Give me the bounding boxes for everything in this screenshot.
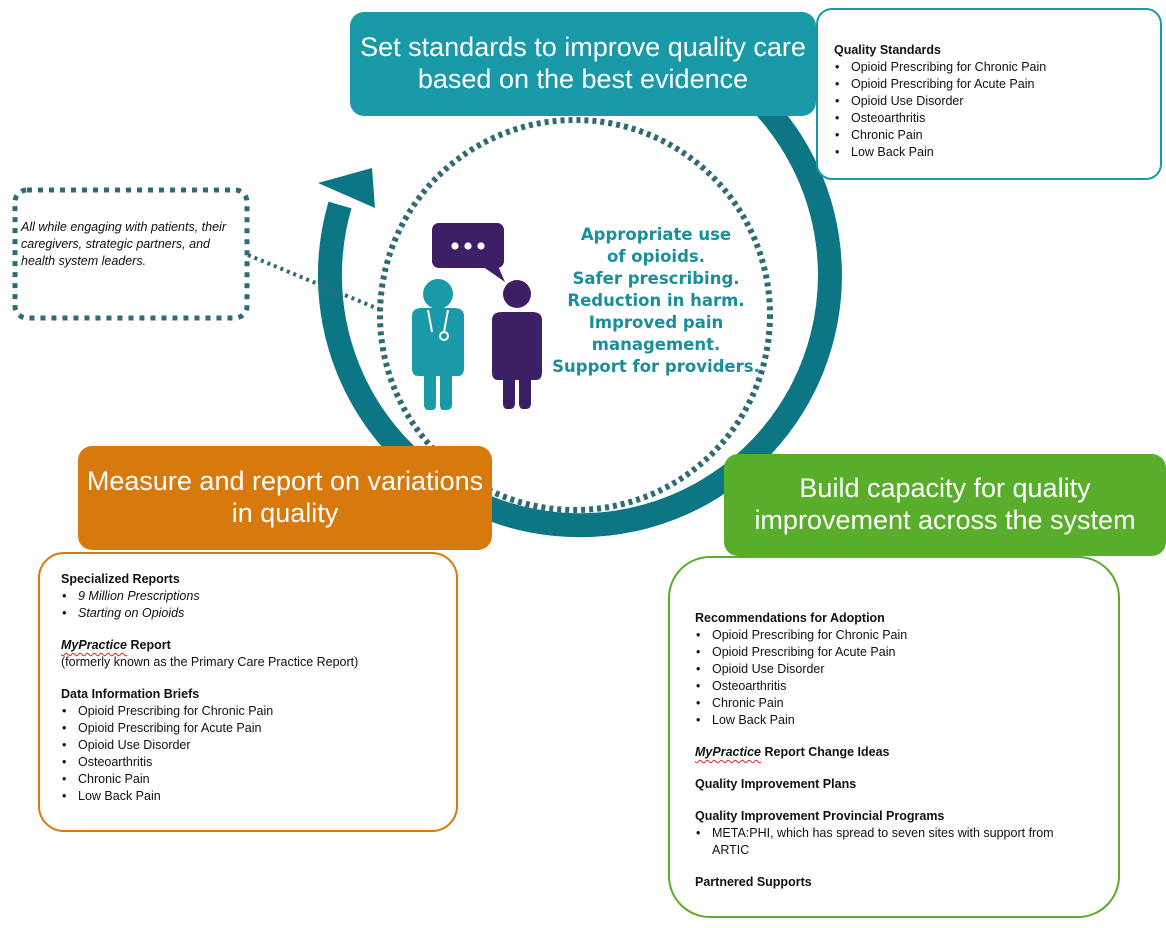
mypractice-brand: MyPractice	[61, 638, 128, 652]
list-item: Opioid Use Disorder	[61, 737, 456, 754]
measure-banner: Measure and report on variations in qual…	[78, 446, 492, 550]
list-item: 9 Million Prescriptions	[61, 588, 456, 605]
center-outcomes: Appropriate use of opioids. Safer prescr…	[538, 224, 774, 378]
mypractice-heading: MyPractice Report	[61, 637, 456, 654]
list-item: Low Back Pain	[61, 788, 456, 805]
build-banner: Build capacity for quality improvement a…	[724, 454, 1166, 556]
list-item: Osteoarthritis	[61, 754, 456, 771]
engagement-note-box	[12, 187, 250, 321]
list-item: Chronic Pain	[834, 127, 1160, 144]
speech-bubble-icon	[432, 223, 505, 282]
partnered-heading: Partnered Supports	[695, 875, 812, 889]
list-item: Starting on Opioids	[61, 605, 456, 622]
outcome-line: Reduction in harm.	[567, 291, 745, 310]
data-briefs-list: Opioid Prescribing for Chronic Pain Opio…	[61, 703, 456, 805]
programs-section: Quality Improvement Provincial Programs …	[695, 808, 1118, 859]
outcome-line: of opioids.	[607, 247, 705, 266]
list-item: Opioid Prescribing for Acute Pain	[695, 644, 1118, 661]
change-ideas-brand: MyPractice	[695, 745, 762, 759]
list-item: Low Back Pain	[834, 144, 1160, 161]
list-item: Osteoarthritis	[834, 110, 1160, 127]
dotted-inner-ring	[377, 117, 773, 513]
list-item: Osteoarthritis	[695, 678, 1118, 695]
list-item: Opioid Use Disorder	[695, 661, 1118, 678]
adoption-section: Recommendations for Adoption Opioid Pres…	[695, 610, 1118, 729]
quality-standards-panel: Quality Standards Opioid Prescribing for…	[816, 8, 1162, 180]
programs-list: META:PHI, which has spread to seven site…	[695, 825, 1118, 859]
outcome-line: Safer prescribing.	[572, 269, 740, 288]
data-briefs-section: Data Information Briefs Opioid Prescribi…	[61, 686, 456, 805]
note-connector	[247, 253, 382, 312]
standards-banner: Set standards to improve quality care ba…	[350, 12, 816, 116]
specialized-reports-list: 9 Million Prescriptions Starting on Opio…	[61, 588, 456, 622]
data-briefs-heading: Data Information Briefs	[61, 687, 200, 701]
measure-panel: Specialized Reports 9 Million Prescripti…	[38, 552, 458, 832]
person-icon	[492, 280, 542, 409]
change-ideas-suffix: Report Change Ideas	[761, 745, 890, 759]
mypractice-suffix: Report	[127, 638, 171, 652]
engagement-note: All while engaging with patients, their …	[21, 220, 226, 268]
cycle-arrowhead	[318, 168, 375, 208]
build-panel: Recommendations for Adoption Opioid Pres…	[668, 556, 1120, 918]
qip-heading: Quality Improvement Plans	[695, 777, 857, 791]
list-item: Opioid Prescribing for Acute Pain	[834, 76, 1160, 93]
specialized-reports-section: Specialized Reports 9 Million Prescripti…	[61, 571, 456, 622]
list-item: Opioid Prescribing for Chronic Pain	[61, 703, 456, 720]
list-item: Low Back Pain	[695, 712, 1118, 729]
outcome-line: Appropriate use	[580, 225, 732, 244]
outcome-line: Support for providers.	[552, 357, 760, 376]
outcome-line: management.	[591, 335, 721, 354]
cycle-arrow-icon	[317, 83, 842, 538]
list-item: Opioid Use Disorder	[834, 93, 1160, 110]
mypractice-section: MyPractice Report (formerly known as the…	[61, 637, 456, 671]
doctor-icon	[412, 279, 464, 410]
list-item: Chronic Pain	[61, 771, 456, 788]
adoption-list: Opioid Prescribing for Chronic Pain Opio…	[695, 627, 1118, 729]
mypractice-note: (formerly known as the Primary Care Prac…	[61, 655, 359, 669]
outcome-line: Improved pain	[588, 313, 724, 332]
specialized-reports-heading: Specialized Reports	[61, 572, 180, 586]
list-item: Opioid Prescribing for Chronic Pain	[695, 627, 1118, 644]
list-item: Chronic Pain	[695, 695, 1118, 712]
programs-heading: Quality Improvement Provincial Programs	[695, 809, 945, 823]
quality-standards-list: Opioid Prescribing for Chronic Pain Opio…	[834, 59, 1160, 161]
list-item: Opioid Prescribing for Acute Pain	[61, 720, 456, 737]
list-item: META:PHI, which has spread to seven site…	[695, 825, 1092, 859]
list-item: Opioid Prescribing for Chronic Pain	[834, 59, 1160, 76]
change-ideas-heading: MyPractice Report Change Ideas	[695, 744, 1118, 761]
quality-standards-heading: Quality Standards	[834, 43, 941, 57]
adoption-heading: Recommendations for Adoption	[695, 611, 885, 625]
